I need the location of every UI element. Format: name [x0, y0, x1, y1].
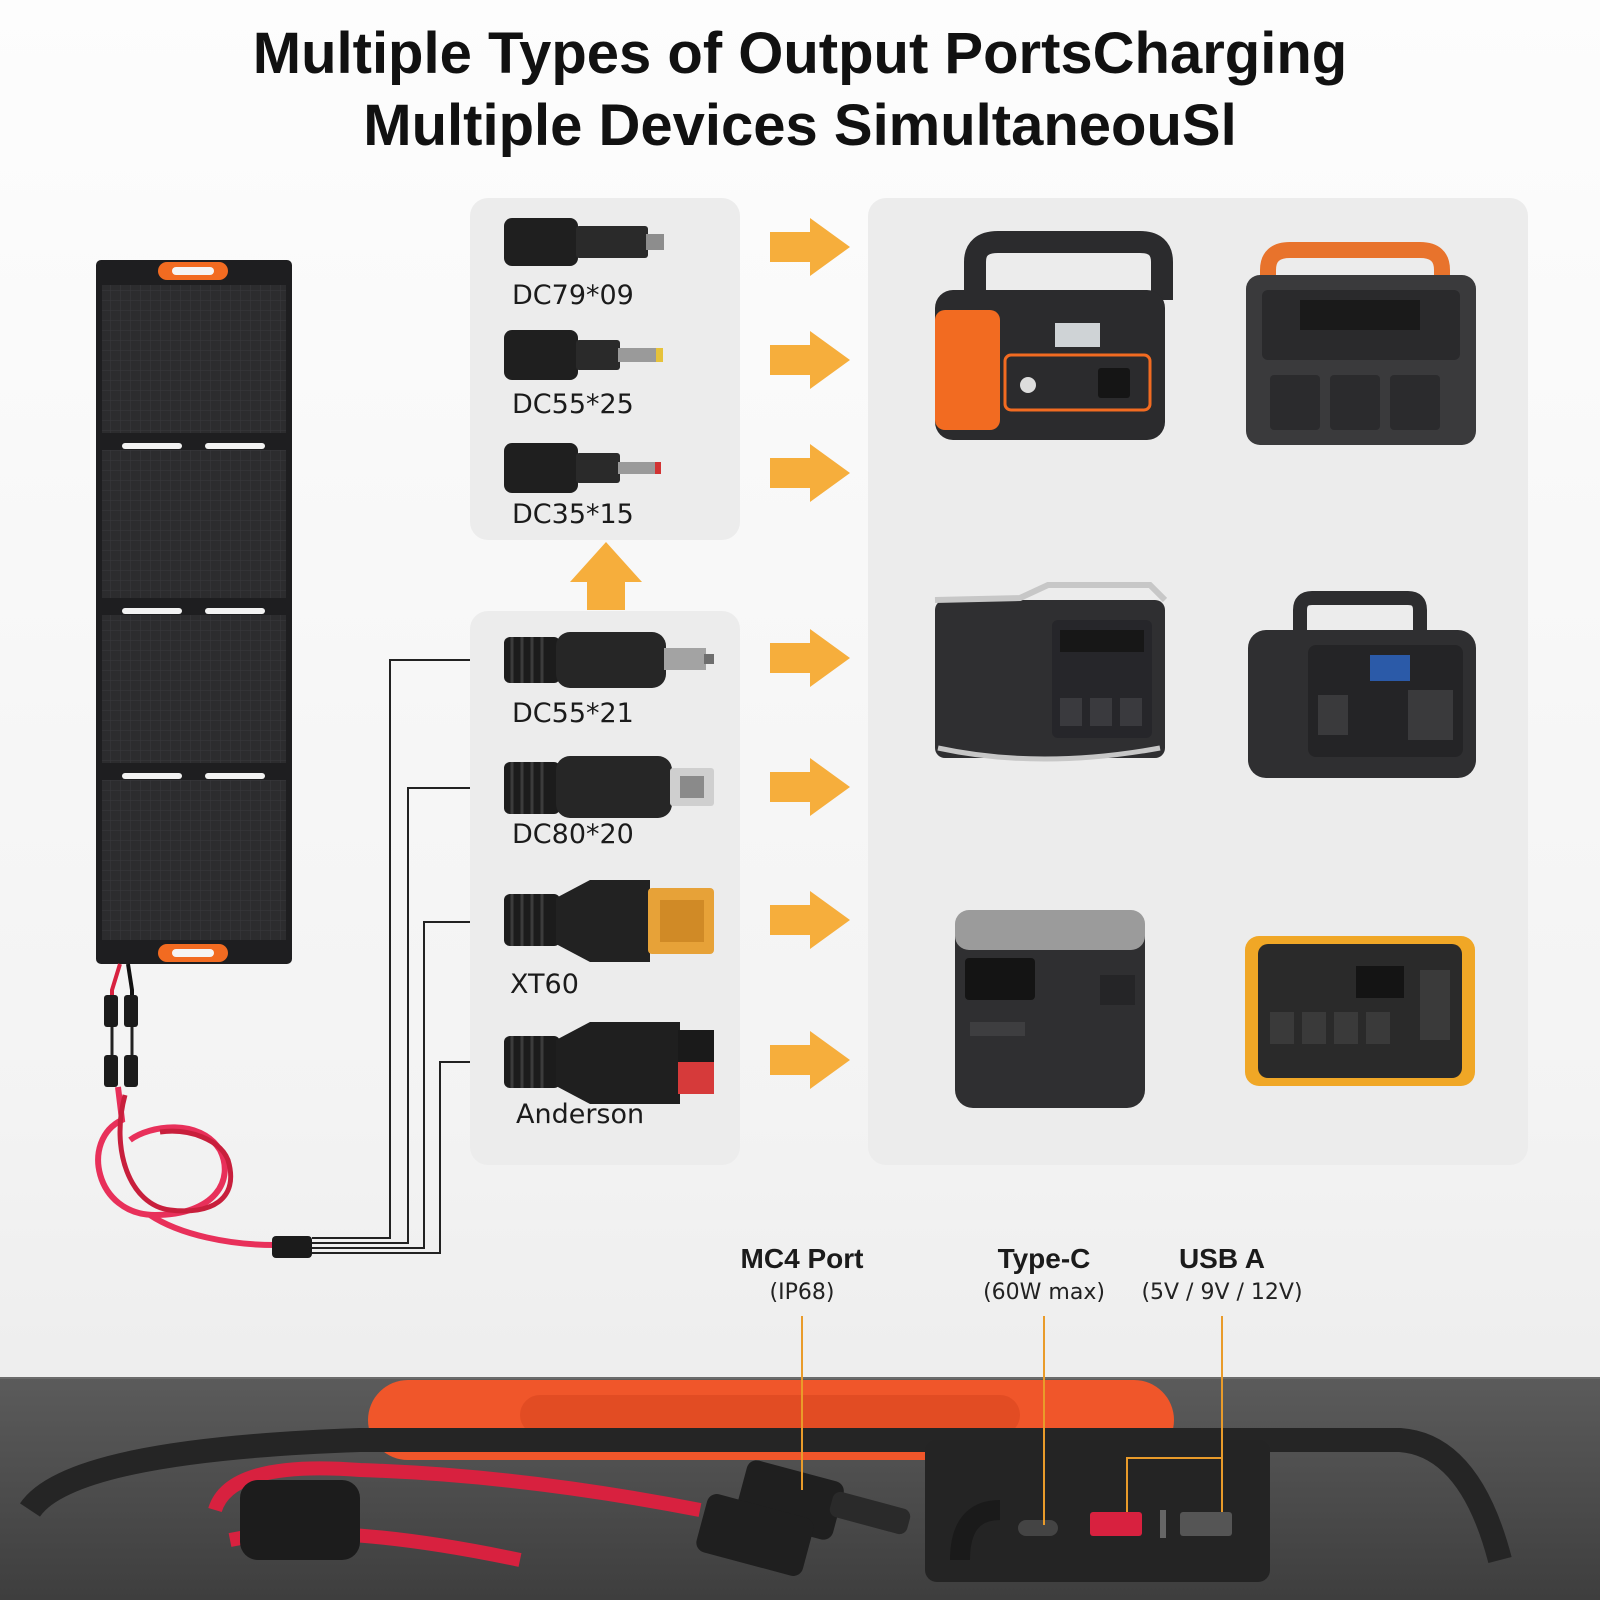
- arrow-right-3: [770, 444, 850, 502]
- arrow-right-5: [770, 758, 850, 816]
- connector-label-anderson: Anderson: [516, 1099, 645, 1130]
- connector-label-dc35-15: DC35*15: [512, 499, 634, 530]
- arrow-right-2: [770, 331, 850, 389]
- mc4-port-detail: (IP68): [769, 1280, 835, 1305]
- callout-lines: [801, 1316, 1223, 1525]
- power-station-silver: [934, 582, 1168, 762]
- usb-a-title: USB A: [1178, 1243, 1266, 1274]
- arrow-right-7: [770, 1031, 850, 1089]
- plug-xt60: [504, 880, 714, 962]
- arrow-right-6: [770, 891, 850, 949]
- connector-label-dc55-25: DC55*25: [512, 389, 634, 420]
- title-line-1: Multiple Types of Output PortsCharging: [252, 21, 1348, 86]
- plug-dc79-09: [504, 218, 664, 266]
- power-station-yellow: [1245, 936, 1475, 1086]
- plug-dc35-15: [504, 443, 661, 493]
- power-station-dark-handle: [1246, 242, 1476, 445]
- arrow-right-1: [770, 218, 850, 276]
- arrow-up: [570, 542, 642, 610]
- junction-box-photo: [0, 1377, 1600, 1600]
- page-title: Multiple Types of Output PortsCharging M…: [0, 18, 1600, 162]
- arrows: [570, 218, 850, 1089]
- power-station-gray-tall: [955, 910, 1145, 1108]
- arrow-right-4: [770, 629, 850, 687]
- type-c-title: Type-C: [997, 1243, 1091, 1274]
- mc4-cable: [95, 659, 470, 1258]
- usb-a-detail: (5V / 9V / 12V): [1141, 1280, 1303, 1305]
- connector-label-dc55-21: DC55*21: [512, 698, 634, 729]
- power-station-black: [1248, 591, 1476, 778]
- mc4-port-title: MC4 Port: [740, 1243, 864, 1274]
- power-station-orange: [935, 231, 1173, 440]
- plug-dc55-25: [504, 330, 663, 380]
- connector-label-dc80-20: DC80*20: [512, 819, 634, 850]
- connector-label-xt60: XT60: [510, 969, 579, 1000]
- solar-panel: [96, 260, 292, 964]
- connector-label-dc79-09: DC79*09: [512, 280, 634, 311]
- plug-anderson: [504, 1022, 714, 1104]
- title-line-2: Multiple Devices SimultaneouSl: [363, 93, 1237, 158]
- type-c-detail: (60W max): [983, 1280, 1105, 1305]
- plug-dc80-20: [504, 756, 714, 818]
- plug-dc55-21: [504, 632, 714, 688]
